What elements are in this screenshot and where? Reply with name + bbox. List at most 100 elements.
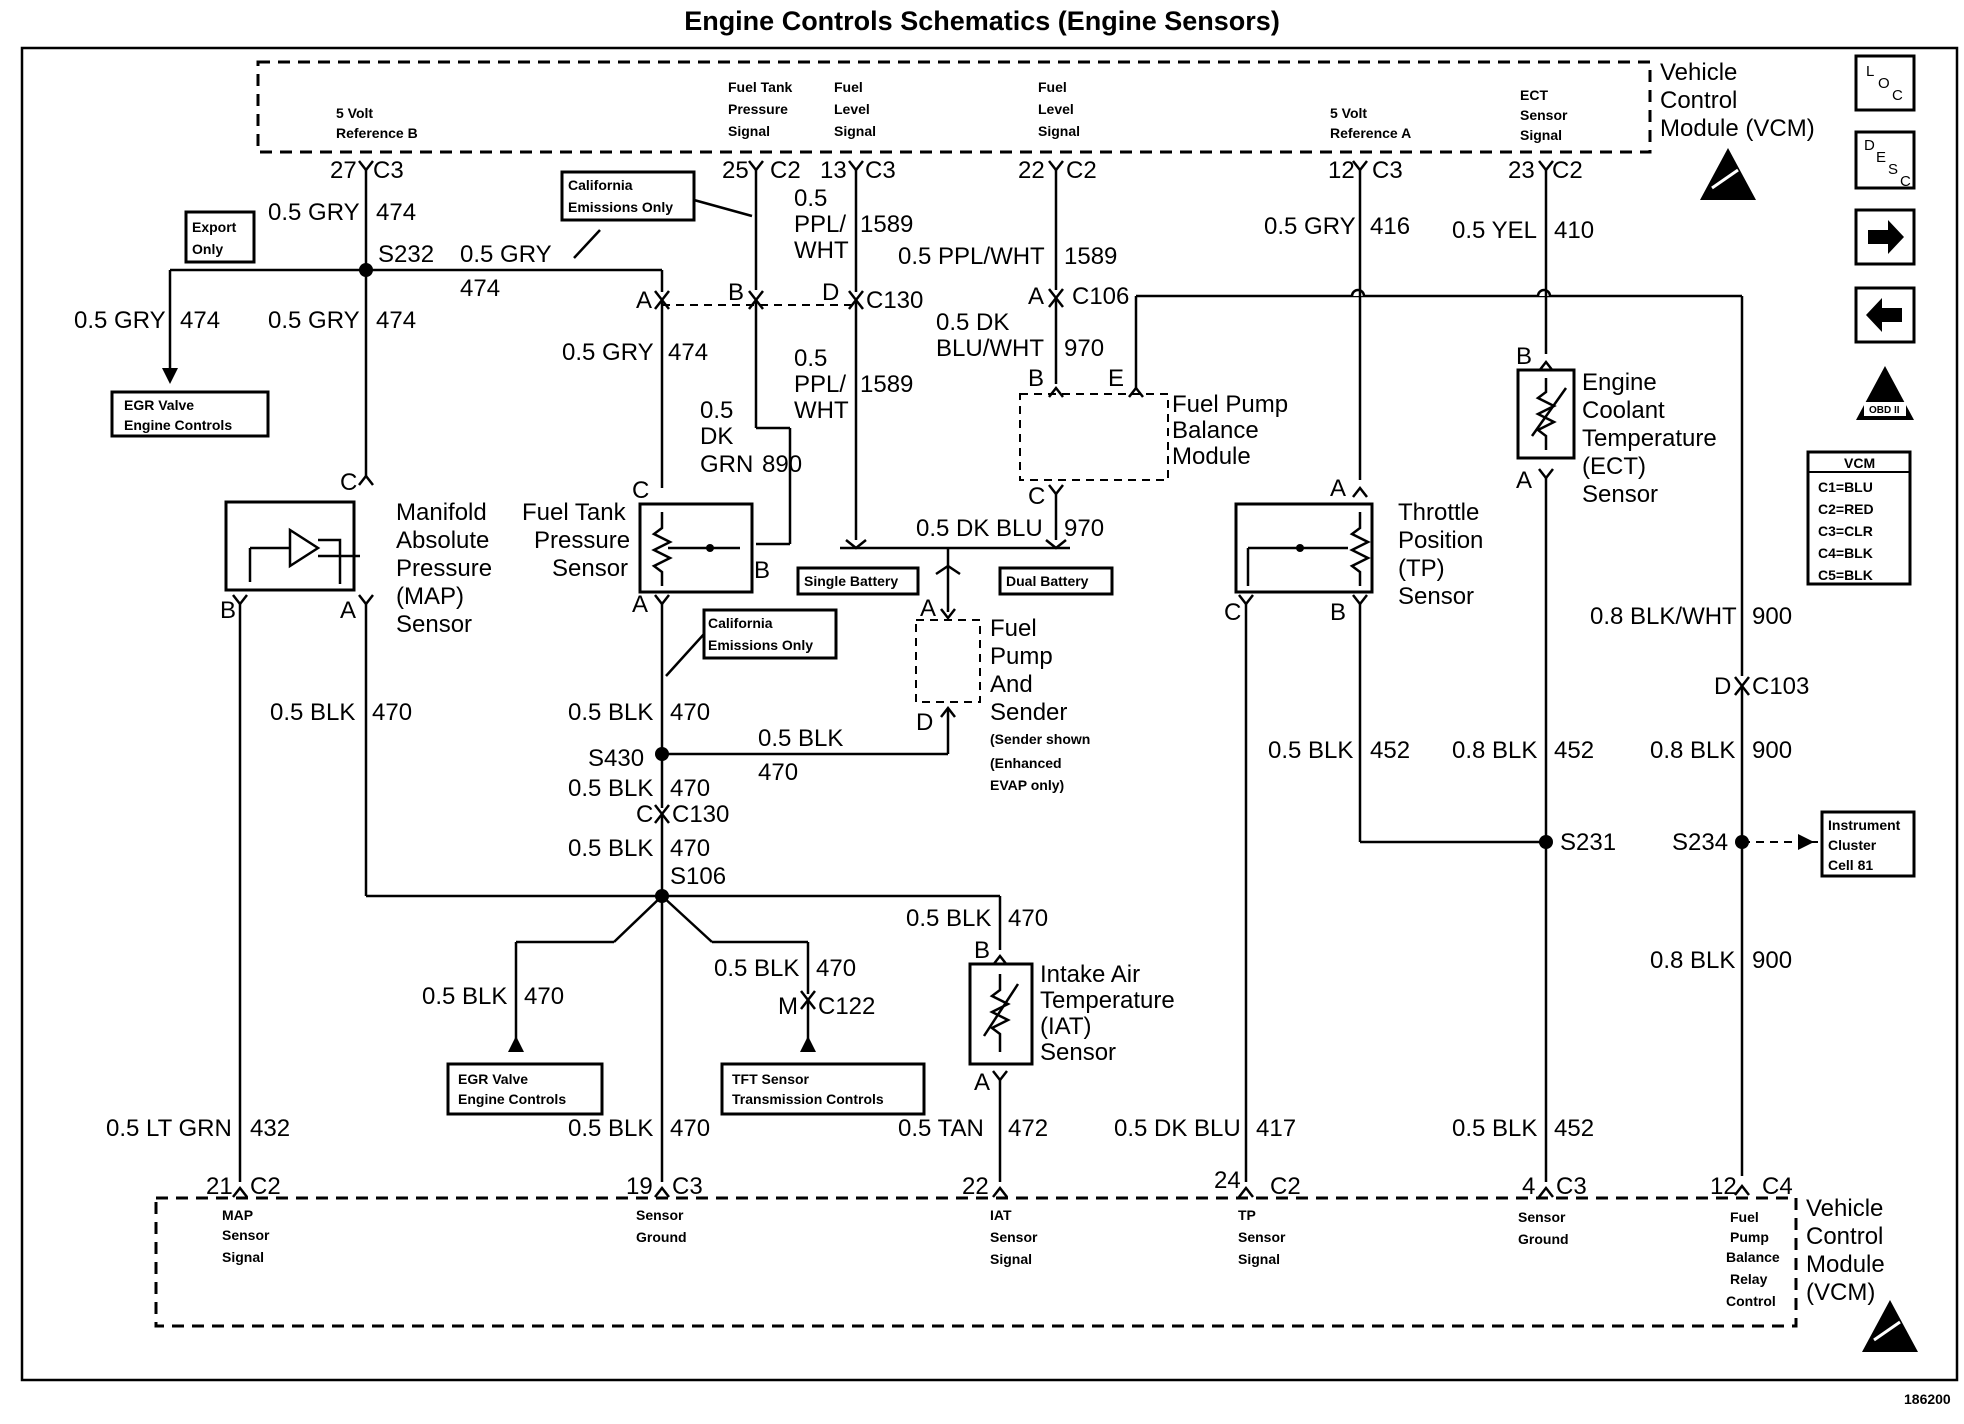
desc-icon[interactable]: D E S C <box>1854 130 1916 190</box>
svg-text:(Enhanced: (Enhanced <box>990 755 1062 771</box>
fuel-pump-sender-box <box>915 619 981 703</box>
wire-890 <box>747 159 792 546</box>
svg-text:Position: Position <box>1398 527 1483 554</box>
svg-text:0.5 BLK: 0.5 BLK <box>758 725 843 752</box>
svg-text:Fuel: Fuel <box>834 79 863 95</box>
svg-text:0.5 PPL/WHT: 0.5 PPL/WHT <box>898 243 1045 270</box>
svg-text:Dual Battery: Dual Battery <box>1006 573 1089 589</box>
svg-text:(MAP): (MAP) <box>396 583 464 610</box>
svg-text:Signal: Signal <box>1038 123 1080 139</box>
svg-text:Ground: Ground <box>636 1229 687 1245</box>
svg-text:470: 470 <box>524 983 564 1010</box>
svg-text:C3: C3 <box>1372 157 1403 184</box>
svg-text:Signal: Signal <box>1520 127 1562 143</box>
splice-s231: S231 <box>1560 829 1616 856</box>
svg-text:E: E <box>1876 149 1886 166</box>
svg-text:D: D <box>916 709 933 736</box>
vcm-bottom-signal-sensor-ground-2: 4 C3 Sensor Ground <box>1518 1173 1587 1247</box>
svg-text:Fuel Tank: Fuel Tank <box>522 499 627 526</box>
vcm-bottom-signal-fuel-pump-balance-relay: 12 C4 Fuel Pump Balance Relay Control <box>1710 1173 1793 1309</box>
svg-text:470: 470 <box>372 699 412 726</box>
label-gry-1: 0.5 GRY <box>268 199 360 226</box>
svg-text:WHT: WHT <box>794 237 849 264</box>
vcm-bottom-label: Vehicle Control Module (VCM) <box>1806 1195 1885 1306</box>
svg-text:0.5 BLK: 0.5 BLK <box>568 775 653 802</box>
label-474-3: 474 <box>180 307 220 334</box>
c130-pin-d: D <box>822 279 839 306</box>
svg-text:Signal: Signal <box>222 1249 264 1265</box>
splice-s232: S232 <box>378 241 434 268</box>
arrow-left-icon[interactable] <box>1854 286 1916 344</box>
svg-text:Signal: Signal <box>728 123 770 139</box>
fuel-pump-balance-module-label: Fuel Pump Balance Module <box>1172 391 1288 470</box>
svg-text:A: A <box>632 591 648 618</box>
svg-text:D: D <box>1864 137 1875 154</box>
svg-text:470: 470 <box>670 699 710 726</box>
label-gry-4: 0.5 GRY <box>268 307 360 334</box>
svg-text:Signal: Signal <box>834 123 876 139</box>
svg-text:Emissions Only: Emissions Only <box>568 199 673 215</box>
svg-text:0.5 GRY: 0.5 GRY <box>1264 213 1356 240</box>
svg-text:(VCM): (VCM) <box>1806 1279 1875 1306</box>
svg-text:C1=BLU: C1=BLU <box>1818 479 1873 495</box>
svg-text:VCM: VCM <box>1844 455 1875 471</box>
svg-text:Intake Air: Intake Air <box>1040 961 1140 988</box>
svg-text:0.5 BLK: 0.5 BLK <box>1452 1115 1537 1142</box>
svg-text:1589: 1589 <box>860 371 913 398</box>
loc-icon[interactable]: L O C <box>1854 54 1916 112</box>
svg-text:California: California <box>708 615 773 631</box>
svg-text:Pressure: Pressure <box>396 555 492 582</box>
svg-text:0.5 DK: 0.5 DK <box>936 309 1009 336</box>
svg-text:Sensor: Sensor <box>636 1207 684 1223</box>
svg-text:Module: Module <box>1806 1251 1885 1278</box>
svg-text:C: C <box>1028 483 1045 510</box>
wire-432 <box>231 593 249 1199</box>
svg-text:13: 13 <box>820 157 847 184</box>
svg-text:C3: C3 <box>1556 1173 1587 1200</box>
splice-s232-dot <box>359 263 373 277</box>
svg-text:C3: C3 <box>672 1173 703 1200</box>
svg-text:L: L <box>1866 63 1874 80</box>
wire-470-branches <box>508 894 1009 1052</box>
svg-text:C2=RED: C2=RED <box>1818 501 1874 517</box>
svg-text:Module (VCM): Module (VCM) <box>1660 115 1815 142</box>
vcm-connector-legend: VCM C1=BLU C2=RED C3=CLR C4=BLK C5=BLK <box>1806 450 1912 586</box>
svg-text:B: B <box>1330 599 1346 626</box>
svg-text:470: 470 <box>758 759 798 786</box>
svg-text:C: C <box>636 801 653 828</box>
arrow-right-icon[interactable] <box>1854 208 1916 266</box>
vcm-top-signal-5v-ref-b: 5 Volt Reference B 27 C3 <box>330 105 418 184</box>
obd-ii-icon[interactable]: OBD II <box>1856 366 1914 420</box>
svg-text:21: 21 <box>206 1173 233 1200</box>
page-title: Engine Controls Schematics (Engine Senso… <box>684 6 1280 36</box>
svg-text:470: 470 <box>670 835 710 862</box>
svg-text:C: C <box>340 469 357 496</box>
svg-text:B: B <box>974 937 990 964</box>
label-gry-2: 0.5 GRY <box>460 241 552 268</box>
svg-text:Temperature: Temperature <box>1582 425 1717 452</box>
svg-text:C: C <box>1892 87 1903 104</box>
connector-c106: C106 <box>1072 283 1129 310</box>
svg-text:C5=BLK: C5=BLK <box>1818 567 1873 583</box>
svg-text:1589: 1589 <box>1064 243 1117 270</box>
svg-text:Sensor: Sensor <box>396 611 472 638</box>
svg-text:452: 452 <box>1370 737 1410 764</box>
svg-text:Sensor: Sensor <box>1582 481 1658 508</box>
tft-sensor-note <box>720 1062 926 1116</box>
svg-text:Sender: Sender <box>990 699 1067 726</box>
svg-text:A: A <box>1516 467 1532 494</box>
svg-text:Level: Level <box>834 101 870 117</box>
svg-text:Relay: Relay <box>1730 1271 1768 1287</box>
svg-text:Temperature: Temperature <box>1040 987 1175 1014</box>
wire-970: C <box>1028 483 1067 550</box>
svg-text:PPL/: PPL/ <box>794 211 846 238</box>
svg-text:EGR Valve: EGR Valve <box>124 397 194 413</box>
svg-text:IAT: IAT <box>990 1207 1012 1223</box>
svg-text:Ground: Ground <box>1518 1231 1569 1247</box>
svg-text:4: 4 <box>1522 1173 1535 1200</box>
svg-text:0.5 DK BLU: 0.5 DK BLU <box>916 515 1043 542</box>
svg-text:432: 432 <box>250 1115 290 1142</box>
svg-text:Sensor: Sensor <box>1520 107 1568 123</box>
svg-text:(Sender shown: (Sender shown <box>990 731 1090 747</box>
svg-text:Sensor: Sensor <box>1518 1209 1566 1225</box>
